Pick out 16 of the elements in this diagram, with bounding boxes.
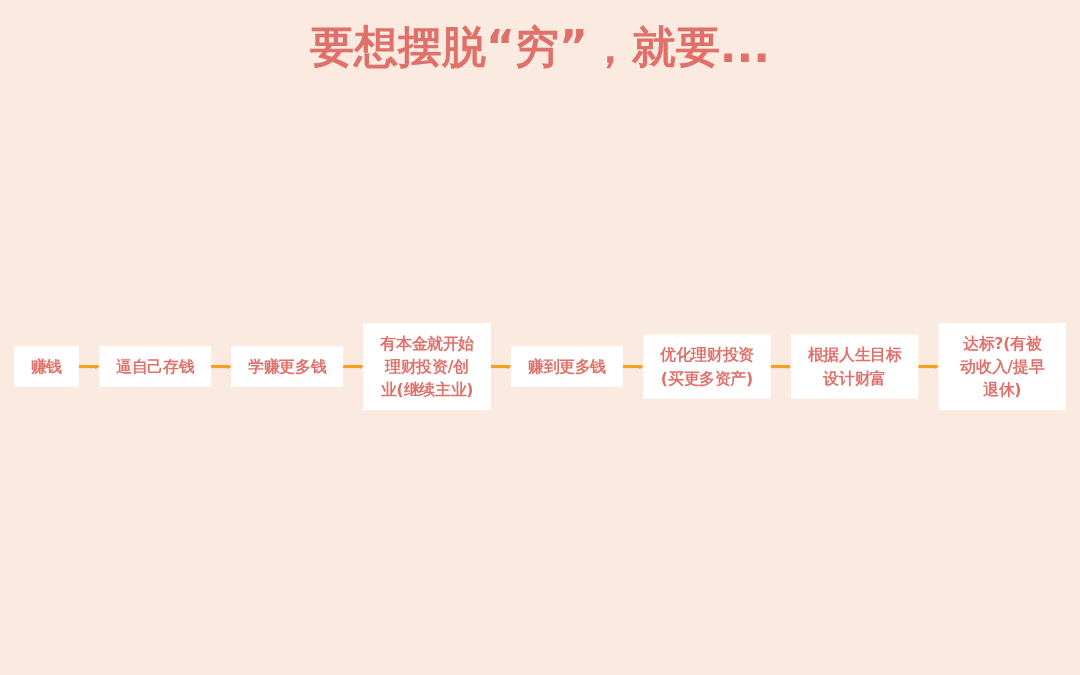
node-box: 达标?(有被动收入/提早退休)	[938, 323, 1067, 411]
arrow	[342, 364, 364, 370]
node-box: 优化理财投资(买更多资产)	[643, 335, 771, 399]
node-box: 逼自己存钱	[99, 346, 212, 388]
node-box: 学赚更多钱	[231, 346, 344, 388]
arrow	[490, 364, 512, 370]
arrow	[918, 364, 940, 370]
node-box: 根据人生目标设计财富	[790, 335, 919, 399]
node-box: 有本金就开始理财投资/创业(继续主业)	[363, 323, 491, 411]
arrow	[770, 364, 792, 370]
node-box: 赚钱	[13, 346, 79, 388]
arrow	[210, 364, 232, 370]
title: 要想摆脱“穷”，就要...	[309, 20, 771, 74]
node-box: 赚到更多钱	[511, 346, 623, 388]
arrow	[78, 364, 100, 370]
arrow	[622, 364, 644, 370]
